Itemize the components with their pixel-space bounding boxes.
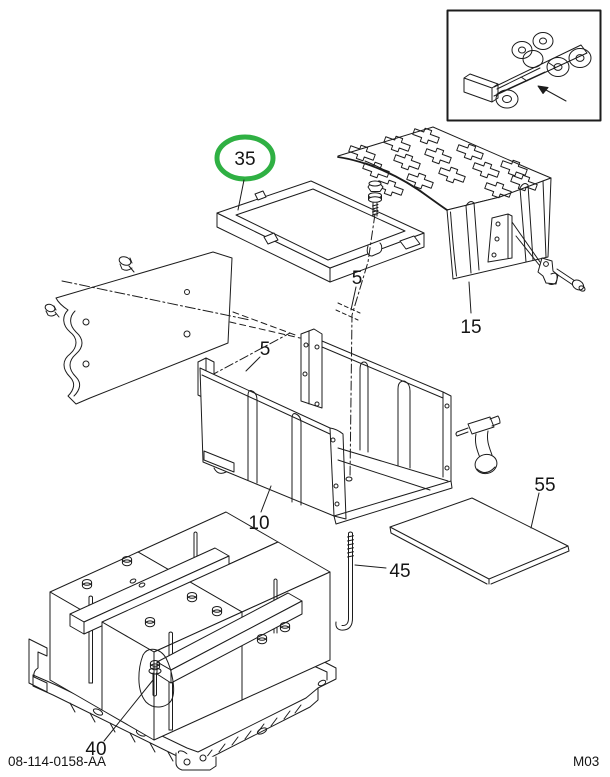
hold-down-bolt-40 [138,648,175,708]
cover-gusset-plate [487,213,541,267]
leader-line [260,485,272,513]
callout-label-40: 40 [85,739,106,760]
callout-label-45: 45 [389,561,410,582]
highlight-ellipse [214,134,276,182]
leader-line [103,679,154,742]
callout-label-55: 55 [534,475,555,496]
leader-line [350,286,357,311]
hold-down-clamp [455,415,501,475]
base-tray [28,638,337,771]
diagram-art [28,9,602,771]
box-left-panel [199,367,335,517]
callout-label-10: 10 [248,513,269,534]
inset-border [446,9,602,122]
bracket-bolt-lower [44,303,60,318]
locator-inset [446,9,602,122]
truck-chassis-icon [463,32,592,109]
callout-label-5-lower: 5 [260,339,271,360]
bracket-bolt-upper [118,256,135,273]
callouts [103,134,540,742]
callout-label-35: 35 [234,149,255,170]
cover-bracket-and-bolt [537,257,586,292]
floor-hole [345,476,353,482]
part-45-j-bolt [335,531,354,631]
frame-bracket [44,251,301,405]
callout-label-5-upper: 5 [352,268,363,289]
callout-label-15: 15 [460,317,481,338]
leader-line [530,492,540,529]
leader-line [237,179,245,211]
part-35-tray [216,180,425,321]
page-code: M03 [573,754,599,769]
leader-line [245,356,261,372]
highlight-loop [138,648,175,708]
doc-code: 08-114-0158-AA [8,754,106,769]
battery-assembly [28,511,337,771]
leader-line [354,564,387,569]
box-front-channel [329,427,453,525]
leader-line [468,281,472,314]
arrow-icon [537,85,567,102]
callout-35 [214,134,276,211]
part-10-battery-box [197,328,453,525]
callout-labels: 35 15 5 5 10 45 55 40 [85,149,555,760]
hold-down-bar [156,592,303,684]
centerline-j-bolt [349,213,376,479]
fastener-nuts [367,180,384,217]
part-15-cover [337,124,586,292]
box-back-wall [300,328,452,491]
part-55-pad [389,497,570,585]
